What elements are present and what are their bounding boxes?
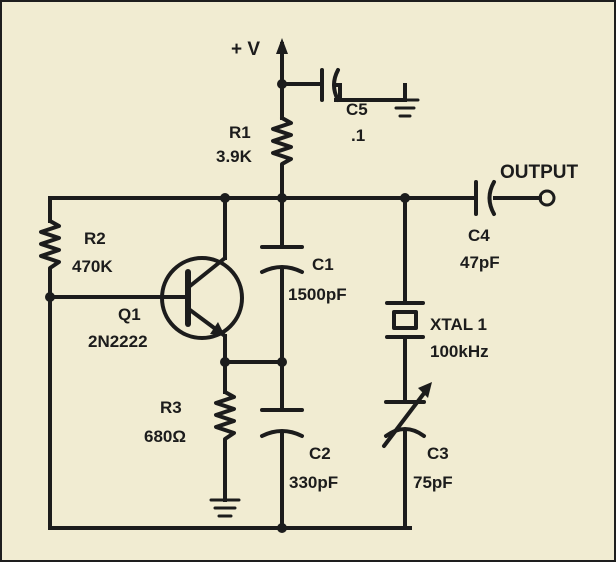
c4-value: 47pF [460,253,500,272]
crystal-icon [385,301,425,339]
junction-dot [400,193,410,203]
junction-dot [45,292,55,302]
junctions [45,79,410,533]
output-label: OUTPUT [500,162,579,183]
output-terminal-icon [538,189,556,207]
c4-ref: C4 [468,226,490,245]
q1-ref: Q1 [118,305,141,324]
c4-capacitor-icon [474,180,496,216]
r1-value: 3.9K [216,147,253,166]
c5-capacitor-icon [320,68,407,102]
r3-value: 680Ω [144,427,186,446]
r3-resistor-icon [214,390,236,448]
xtal-value: 100kHz [430,342,489,361]
emitter-ground-icon [209,498,241,518]
junction-dot [277,193,287,203]
junction-dot [277,523,287,533]
junction-dot [220,357,230,367]
c3-ref: C3 [427,444,449,463]
c2-ref: C2 [309,444,331,463]
c3-value: 75pF [413,473,453,492]
c1-capacitor-icon [260,245,304,274]
supply-arrow-icon [276,38,288,58]
r1-resistor-icon [271,116,293,170]
supply-label: + V [231,39,260,60]
q1-value: 2N2222 [88,332,148,351]
junction-dot [277,79,287,89]
c2-capacitor-icon [260,408,304,438]
c5-ref: C5 [346,100,368,119]
c2-value: 330pF [289,473,338,492]
junction-dot [277,357,287,367]
q1-transistor-icon [160,256,244,340]
r3-ref: R3 [160,398,182,417]
junction-dot [220,193,230,203]
r2-value: 470K [72,257,113,276]
c5-value: .1 [351,126,365,145]
c1-value: 1500pF [288,285,347,304]
r2-ref: R2 [84,229,106,248]
c1-ref: C1 [312,255,334,274]
r2-resistor-icon [39,219,61,275]
c3-trimmer-capacitor-icon [382,382,432,448]
r1-ref: R1 [229,123,251,142]
c5-ground-icon [390,83,420,118]
xtal-ref: XTAL 1 [430,315,487,334]
